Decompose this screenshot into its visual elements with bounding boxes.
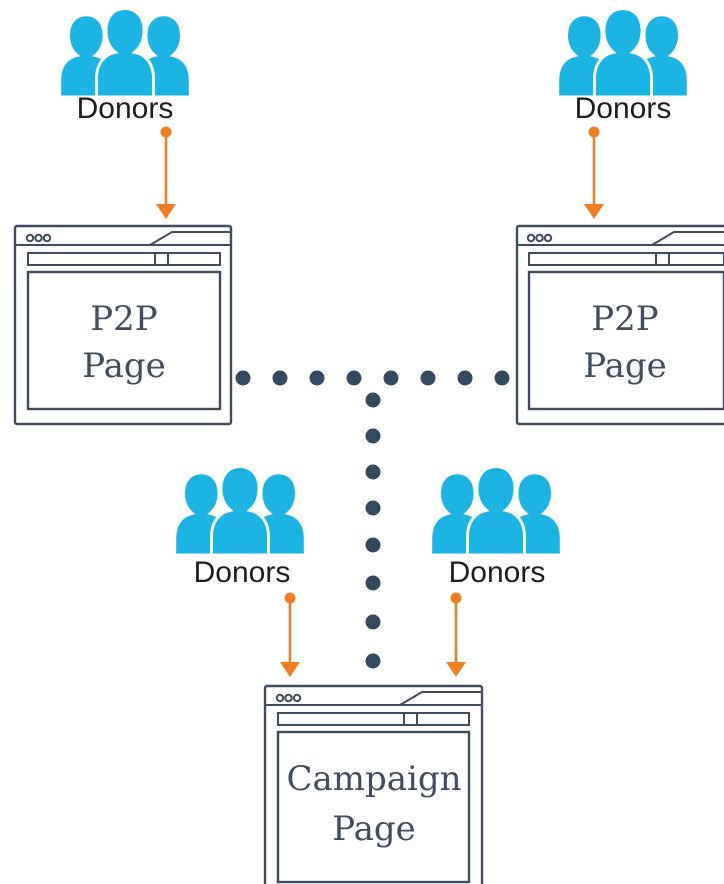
- people-group-icon: [429, 465, 563, 557]
- connector-dot: [272, 370, 288, 386]
- page-label: Campaign: [286, 759, 461, 799]
- page-label: P2P: [591, 299, 658, 339]
- donor-label: Donors: [575, 92, 672, 125]
- donor-group-top-left: Donors: [58, 7, 192, 219]
- donor-label: Donors: [194, 556, 291, 589]
- connector-dot: [346, 370, 362, 386]
- donor-label: Donors: [449, 556, 546, 589]
- connector-dot: [235, 370, 251, 386]
- connector-dot: [494, 370, 510, 386]
- donation-arrow: [446, 592, 466, 677]
- connector-dot: [365, 575, 381, 591]
- connector-dot: [383, 370, 399, 386]
- connector-dot: [365, 653, 381, 669]
- connector-dot: [420, 370, 436, 386]
- window-dots-icon: [275, 693, 302, 703]
- donor-group-bottom-right: Donors: [429, 465, 563, 677]
- page-label: Page: [82, 346, 166, 386]
- p2p-page-window-right: P2P Page: [515, 224, 724, 426]
- dotted-connector: [235, 370, 510, 669]
- page-label: Page: [332, 809, 416, 849]
- window-dots-icon: [526, 233, 553, 243]
- donor-label: Donors: [77, 92, 174, 125]
- connector-dot: [365, 428, 381, 444]
- connector-dot: [365, 537, 381, 553]
- donation-arrow: [584, 126, 604, 219]
- connector-dot: [365, 392, 381, 408]
- page-label: Page: [583, 346, 667, 386]
- connector-dot: [365, 464, 381, 480]
- connector-dot: [457, 370, 473, 386]
- people-group-icon: [556, 7, 690, 99]
- people-group-icon: [173, 465, 307, 557]
- donor-group-top-right: Donors: [556, 7, 690, 219]
- people-group-icon: [58, 7, 192, 99]
- page-label: P2P: [90, 299, 157, 339]
- connector-dot: [309, 370, 325, 386]
- campaign-page-window: Campaign Page: [263, 684, 484, 884]
- donation-arrow: [156, 126, 176, 219]
- window-dots-icon: [25, 233, 52, 243]
- donor-group-bottom-left: Donors: [173, 465, 307, 677]
- connector-dot: [365, 614, 381, 630]
- donation-arrow: [280, 592, 300, 677]
- p2p-page-window-left: P2P Page: [13, 224, 233, 426]
- connector-dot: [365, 500, 381, 516]
